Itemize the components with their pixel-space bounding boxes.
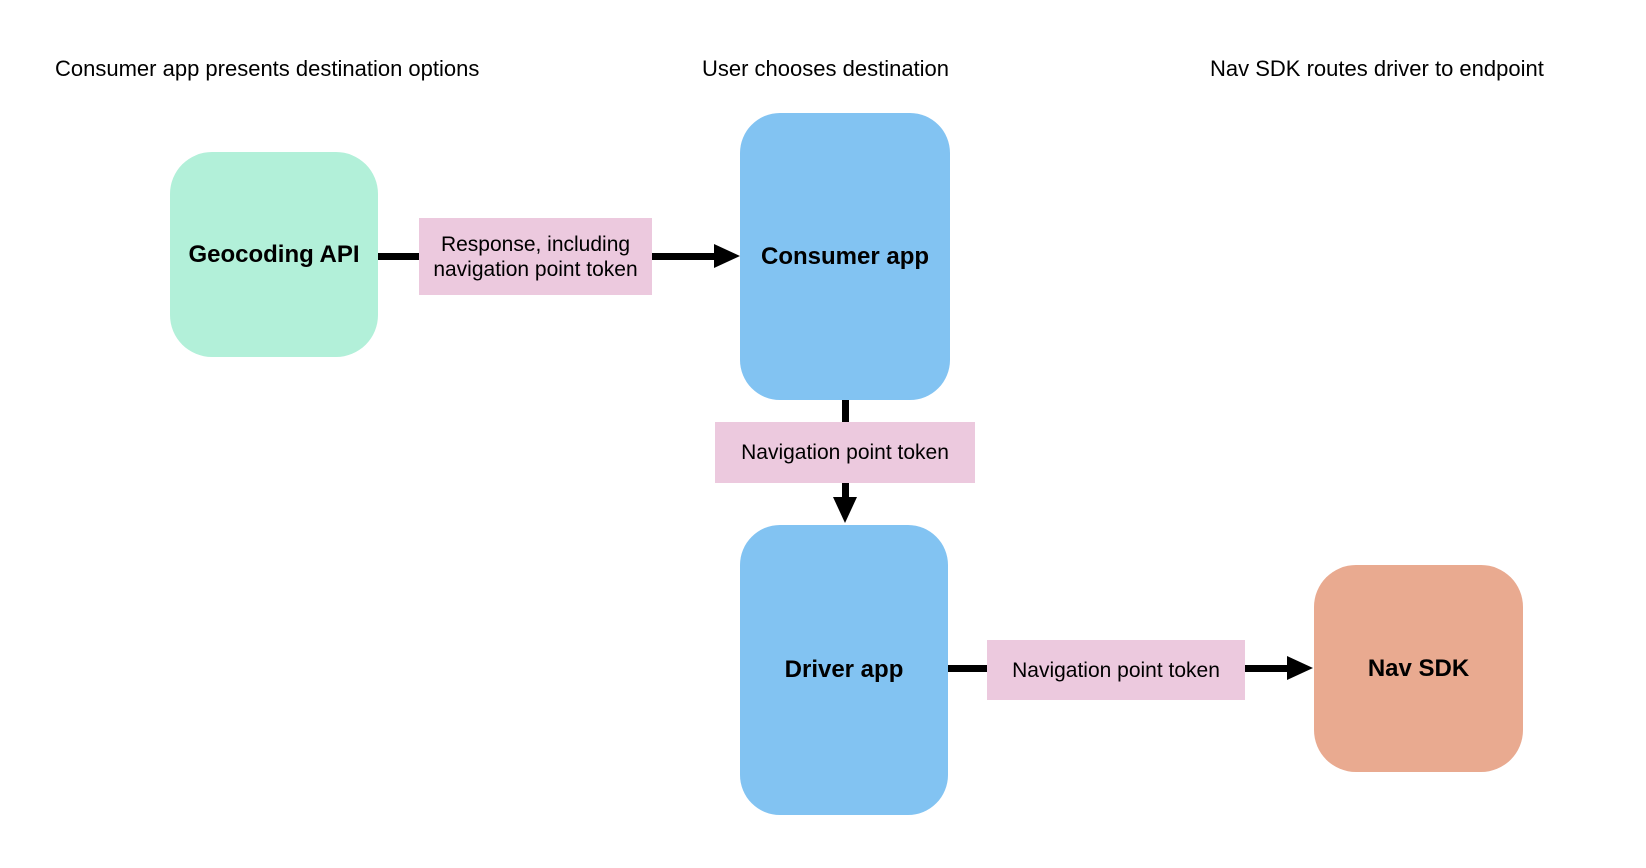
arrow-geocoding-to-consumer-head: [714, 244, 740, 268]
node-consumer-app: Consumer app: [740, 113, 950, 400]
stage-header-user-chooses: User chooses destination: [702, 56, 950, 81]
edge-label-response-including-token: Response, including navigation point tok…: [419, 218, 652, 295]
node-geocoding-api: Geocoding API: [170, 152, 378, 357]
node-nav-sdk-label: Nav SDK: [1367, 654, 1470, 682]
arrow-driver-to-navsdk-head: [1287, 656, 1313, 680]
edge-label-navigation-point-token-right: Navigation point token: [987, 640, 1245, 700]
node-driver-app: Driver app: [740, 525, 948, 815]
stage-header-navsdk-routes: Nav SDK routes driver to endpoint: [1210, 56, 1544, 81]
node-geocoding-api-label: Geocoding API: [188, 240, 360, 268]
arrow-consumer-to-driver-head: [833, 497, 857, 523]
edge-label-navigation-point-token-mid: Navigation point token: [715, 422, 975, 483]
node-consumer-app-label: Consumer app: [760, 242, 930, 270]
node-driver-app-label: Driver app: [784, 656, 904, 683]
node-nav-sdk: Nav SDK: [1314, 565, 1523, 772]
stage-header-consumer-presents: Consumer app presents destination option…: [55, 56, 480, 81]
